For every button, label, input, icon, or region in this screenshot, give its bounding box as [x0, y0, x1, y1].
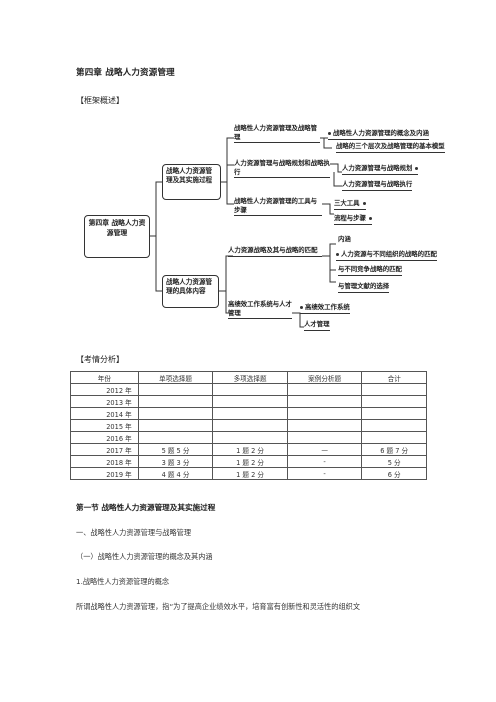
table-cell: 2017 年 [70, 443, 139, 456]
table-cell: 3 题 3 分 [137, 455, 214, 468]
table-cell: 6 分 [361, 467, 427, 480]
table-cell: 2015 年 [70, 419, 139, 432]
table-row: 2014 年 [70, 407, 427, 420]
mindmap-branch-content: 战略人力资源管理的具体内容 [162, 275, 219, 308]
mindmap-sub-tools-steps: 战略性人力资源管理的工具与步骤 [234, 197, 322, 216]
chapter-title: 第四章 战略人力资源管理 [76, 68, 175, 78]
table-cell: 2013 年 [70, 395, 139, 408]
mindmap-leaf: 与不同竞争战略的匹配 [338, 265, 402, 276]
table-cell: - [286, 467, 363, 480]
mindmap-leaf: 人力资源管理与战略执行 [342, 180, 413, 191]
table-cell [212, 419, 288, 432]
mindmap-leaf: 内涵 [338, 235, 351, 243]
mindmap-leaf: 流程与步骤 [334, 214, 372, 225]
mindmap-leaf: 人力资源与不同组织的战略的匹配 [336, 250, 437, 261]
section-title: 第一节 战略性人力资源管理及其实施过程 [76, 503, 216, 512]
table-cell: 2018 年 [70, 455, 139, 468]
mindmap-leaf: 人力资源管理与战略规划 [342, 164, 419, 175]
table-cell [286, 419, 363, 432]
mindmap-sub-strategic-hrm: 战略性人力资源管理及战略管理 [234, 124, 320, 143]
heading-level-1: 一、战略性人力资源管理与战略管理 [76, 528, 192, 537]
table-cell: 1 题 2 分 [212, 443, 288, 456]
mindmap-leaf: 战略性人力资源管理的概念及内涵 [328, 129, 429, 140]
table-cell: 1 题 2 分 [212, 467, 288, 480]
table-cell [361, 395, 427, 408]
table-header-row: 年份 单项选择题 多项选择题 案例分析题 合计 [70, 371, 427, 384]
table-cell: 2016 年 [70, 431, 139, 444]
bullet-icon [328, 131, 331, 135]
bullet-icon [368, 216, 372, 220]
bullet-icon [300, 305, 303, 309]
table-header: 多项选择题 [212, 371, 288, 384]
table-cell: 4 题 4 分 [137, 467, 214, 480]
table-row: 2016 年 [70, 431, 427, 444]
mindmap-leaf: 与管理文献的选择 [338, 282, 390, 293]
table-cell [137, 431, 214, 444]
table-cell: — [286, 443, 363, 456]
table-row: 2012 年 [70, 383, 427, 396]
table-cell [137, 383, 214, 396]
mindmap-root: 第四章 战略人力资源管理 [84, 215, 150, 258]
body-paragraph: 所谓战略性人力资源管理，指“为了提高企业绩效水平，培育富有创新性和灵活性的组织文 [76, 602, 361, 611]
mindmap-sub-planning-execution: 人力资源管理与战略规划和战略执行 [234, 159, 330, 178]
mindmap-leaf: 高绩效工作系统 [300, 303, 350, 314]
table-cell: 2012 年 [70, 383, 139, 396]
bullet-icon [362, 201, 366, 205]
table-cell [286, 383, 363, 396]
table-cell [212, 395, 288, 408]
bullet-icon [336, 252, 339, 256]
table-header: 合计 [361, 371, 427, 384]
table-cell: 2014 年 [70, 407, 139, 420]
table-cell [286, 395, 363, 408]
mindmap-leaf: 战略的三个层次及战略管理的基本模型 [336, 142, 445, 153]
table-cell [361, 383, 427, 396]
table-cell [212, 383, 288, 396]
table-header: 单项选择题 [137, 371, 214, 384]
table-header: 案例分析题 [286, 371, 363, 384]
table-cell [137, 419, 214, 432]
exam-label: 【考情分析】 [76, 355, 124, 364]
table-cell [286, 431, 363, 444]
table-cell: 5 题 5 分 [137, 443, 214, 456]
heading-level-3: 1.战略性人力资源管理的概念 [76, 577, 170, 586]
mindmap-leaf: 人才管理 [304, 320, 330, 331]
table-cell [361, 431, 427, 444]
heading-level-2: （一）战略性人力资源管理的概念及其内涵 [76, 552, 213, 561]
table-cell [137, 407, 214, 420]
table-header: 年份 [70, 371, 139, 384]
table-cell: 5 分 [361, 455, 427, 468]
table-cell [212, 407, 288, 420]
table-cell: 6 题 7 分 [361, 443, 427, 456]
mindmap-sub-hr-strategy-fit: 人力资源战略及其与战略的匹配 [228, 246, 322, 257]
bullet-icon [415, 166, 419, 170]
table-cell [361, 419, 427, 432]
table-cell [212, 431, 288, 444]
table-cell [286, 407, 363, 420]
exam-table: 年份 单项选择题 多项选择题 案例分析题 合计 2012 年 2013 年 20… [70, 371, 427, 480]
table-cell: - [286, 455, 363, 468]
table-row: 2013 年 [70, 395, 427, 408]
table-cell: 1 题 2 分 [212, 455, 288, 468]
mindmap-sub-high-performance: 高绩效工作系统与人才管理 [228, 300, 292, 319]
mindmap-branch-implementation: 战略人力资源管理及其实施过程 [162, 164, 221, 200]
mindmap-leaf: 三大工具 [334, 199, 366, 210]
table-cell [137, 395, 214, 408]
table-row: 2015 年 [70, 419, 427, 432]
framework-label: 【框架概述】 [76, 96, 124, 105]
table-cell: 2019 年 [70, 467, 139, 480]
table-cell [361, 407, 427, 420]
